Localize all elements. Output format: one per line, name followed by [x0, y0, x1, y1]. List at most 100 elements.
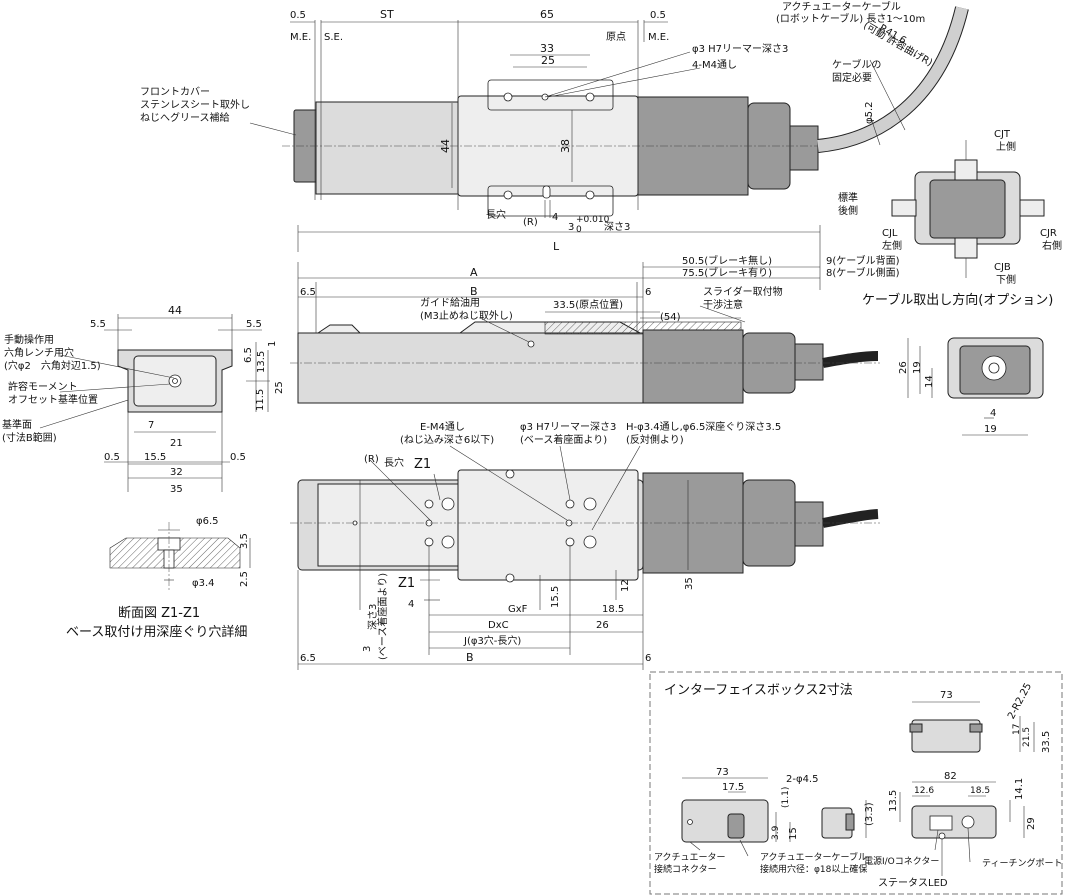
bottom-dim-65: 6.5: [300, 653, 316, 664]
side-cable-side: 8(ケーブル側面): [826, 266, 900, 279]
top-dim-me-right: 0.5: [650, 10, 666, 21]
end-dim-135: 13.5: [256, 351, 267, 373]
top-slot: 長穴: [486, 208, 506, 221]
motor-dim-4: 4: [990, 408, 996, 419]
ifbox-dim-11: (1.1): [781, 787, 791, 808]
top-dim-44: 44: [439, 139, 452, 153]
ifbox-dim-15: 15: [788, 827, 799, 840]
ifbox-teach: ティーチングポート: [982, 857, 1062, 869]
side-brake-with: 75.5(ブレーキ有り): [682, 266, 772, 279]
end-hand-1: 手動操作用: [4, 333, 54, 346]
end-ref-1: 基準面: [2, 418, 32, 431]
bottom-dim-35: 35: [684, 577, 695, 590]
cable-std-2: 後側: [838, 204, 858, 217]
top-me-right: M.E.: [648, 32, 669, 43]
section-title-2: ベース取付け用深座ぐり穴詳細: [66, 624, 247, 640]
ifbox-dim-33: (3.3): [864, 802, 875, 826]
bottom-depth-note-1: 3: [362, 646, 373, 652]
cable-options-title: ケーブル取出し方向(オプション): [862, 292, 1053, 308]
top-se-left: S.E.: [324, 32, 343, 43]
bottom-reamer-2: (ベース着座面より): [520, 433, 607, 446]
ifbox-front-view: [681, 799, 769, 843]
end-dim-55r: 5.5: [246, 319, 262, 330]
ifbox-dim-73b: 73: [716, 767, 729, 778]
motor-end-view: 26 19 14 4 19: [898, 337, 1044, 436]
side-slider-1: スライダー取付物: [703, 285, 783, 298]
motor-dim-19v: 19: [912, 361, 923, 374]
end-view: 44 5.5 5.5 1 6.5 13.5 25 11.5 7 21 0.5 1…: [2, 304, 285, 495]
end-dim-21: 21: [170, 438, 183, 449]
bottom-depth-note-2: 深さ3: [367, 604, 379, 630]
cable-cjt-1: CJT: [994, 129, 1011, 140]
ifbox-dim-r225: 2-R2.25: [1006, 681, 1034, 721]
bottom-dim-26: 26: [596, 620, 609, 631]
ifbox-dim-39: 3.9: [771, 825, 781, 840]
top-view: 0.5 M.E. S.E. ST 65 原点 0.5 M.E. 33 25 44…: [140, 0, 969, 290]
bottom-dim-6: 6: [645, 653, 651, 664]
bottom-h-2: (反対側より): [626, 433, 684, 446]
bottom-depth-note-3: (ベース着座面より): [376, 573, 389, 660]
section-dim-phi34: φ3.4: [192, 578, 215, 589]
cable-cjb-1: CJB: [994, 262, 1011, 273]
end-moment-2: オフセット基準位置: [8, 393, 98, 406]
cable-cjr-2: 右側: [1042, 239, 1062, 252]
end-dim-05l: 0.5: [104, 452, 120, 463]
top-cable-2: (ロボットケーブル) 長さ1～10m: [776, 12, 925, 25]
ifbox-dim-phi45: 2-φ4.5: [786, 774, 818, 785]
ifbox-dim-73a: 73: [940, 690, 953, 701]
ifbox-dim-82: 82: [944, 771, 957, 782]
side-dim-B: B: [470, 285, 478, 298]
ifbox-dim-141: 14.1: [1014, 778, 1025, 800]
top-dim-st: ST: [380, 8, 394, 21]
top-front-cover-3: ねじへグリース補給: [140, 111, 230, 124]
top-tol-upper: +0.010: [576, 215, 610, 225]
cable-cjl-1: CJL: [882, 228, 898, 239]
cable-cjt-2: 上側: [996, 140, 1016, 153]
side-body: [297, 332, 644, 404]
end-dim-155: 15.5: [144, 452, 166, 463]
bottom-em4-1: E-M4通し: [420, 421, 465, 433]
bottom-h-1: H-φ3.4通し,φ6.5深座ぐり深さ3.5: [626, 420, 781, 433]
side-brake-none: 50.5(ブレーキ無し): [682, 254, 772, 267]
top-dim-65: 65: [540, 8, 554, 21]
top-fix-1: ケーブルの: [832, 58, 881, 71]
interface-box-frame: [649, 671, 1063, 895]
end-dim-35: 35: [170, 484, 183, 495]
top-phi52: φ5.2: [864, 102, 875, 125]
side-guide-1: ガイド給油用: [420, 296, 480, 309]
ifbox-act-conn-1: アクチュエーター: [654, 852, 726, 863]
bottom-dim-j: J(φ3穴-長穴): [463, 634, 521, 647]
ifbox-act-conn-2: 接続コネクター: [654, 863, 717, 875]
top-dim-tol: 3: [568, 222, 574, 233]
side-slider-2: 干渉注意: [703, 298, 743, 311]
bottom-reamer-1: φ3 H7リーマー深さ3: [520, 421, 616, 433]
bottom-dim-dxc: DxC: [488, 620, 509, 631]
top-r-mark: (R): [523, 217, 538, 228]
section-dim-phi65: φ6.5: [196, 516, 219, 527]
bottom-r-mark: (R): [364, 454, 379, 465]
side-guide-2: (M3止めねじ取外し): [420, 310, 513, 322]
side-cable-back: 9(ケーブル背面): [826, 254, 900, 267]
side-origin-pos: 33.5(原点位置): [553, 298, 623, 311]
end-dim-05r: 0.5: [230, 452, 246, 463]
bottom-dim-gxf: GxF: [508, 604, 528, 615]
ifbox-dim-185: 18.5: [970, 786, 990, 796]
side-dim-A: A: [470, 266, 478, 279]
ifbox-top-view: [911, 719, 981, 753]
bottom-view: E-M4通し (ねじ込み深さ6以下) φ3 H7リーマー深さ3 (ベース着座面よ…: [290, 420, 880, 670]
end-dim-25: 25: [274, 381, 285, 394]
end-dim-44: 44: [168, 304, 182, 317]
top-fix-2: 固定必要: [832, 71, 872, 84]
ifbox-dim-175: 17.5: [722, 782, 744, 793]
top-tol-lower: 0: [576, 225, 582, 235]
motor-dim-14: 14: [924, 375, 935, 388]
end-dim-55l: 5.5: [90, 319, 106, 330]
ifbox-dim-29: 29: [1026, 817, 1037, 830]
cable-cjl-2: 左側: [882, 239, 902, 252]
ifbox-power: 電源I/Oコネクター: [864, 856, 939, 867]
end-dim-7: 7: [148, 420, 154, 431]
motor-dim-19h: 19: [984, 424, 997, 435]
bottom-dim-b: B: [466, 651, 474, 664]
ifbox-connector-view: [911, 805, 997, 839]
